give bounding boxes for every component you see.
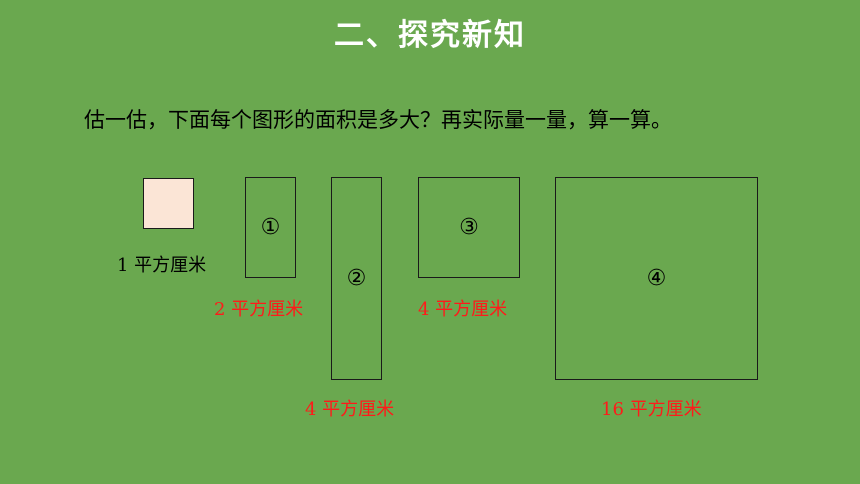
unit-square (143, 178, 194, 229)
shape-2-area-label: 4 平方厘米 (305, 399, 395, 420)
page-title: 二、探究新知 (334, 18, 526, 53)
unit-square-label: 1 平方厘米 (117, 255, 207, 276)
shape-4-number: ④ (646, 266, 667, 291)
shape-1-rectangle: ① (245, 177, 296, 278)
shape-3-area-label: 4 平方厘米 (418, 299, 508, 320)
shape-1-number: ① (260, 215, 281, 240)
shape-4-square: ④ (555, 177, 758, 380)
shape-2-rectangle: ② (331, 177, 382, 380)
question-prompt: 估一估，下面每个图形的面积是多大？再实际量一量，算一算。 (84, 108, 672, 132)
shape-1-area-label: 2 平方厘米 (214, 299, 304, 320)
shape-3-square: ③ (418, 177, 520, 278)
shape-4-area-label: 16 平方厘米 (601, 399, 702, 420)
shape-2-number: ② (346, 266, 367, 291)
shape-3-number: ③ (459, 215, 479, 240)
